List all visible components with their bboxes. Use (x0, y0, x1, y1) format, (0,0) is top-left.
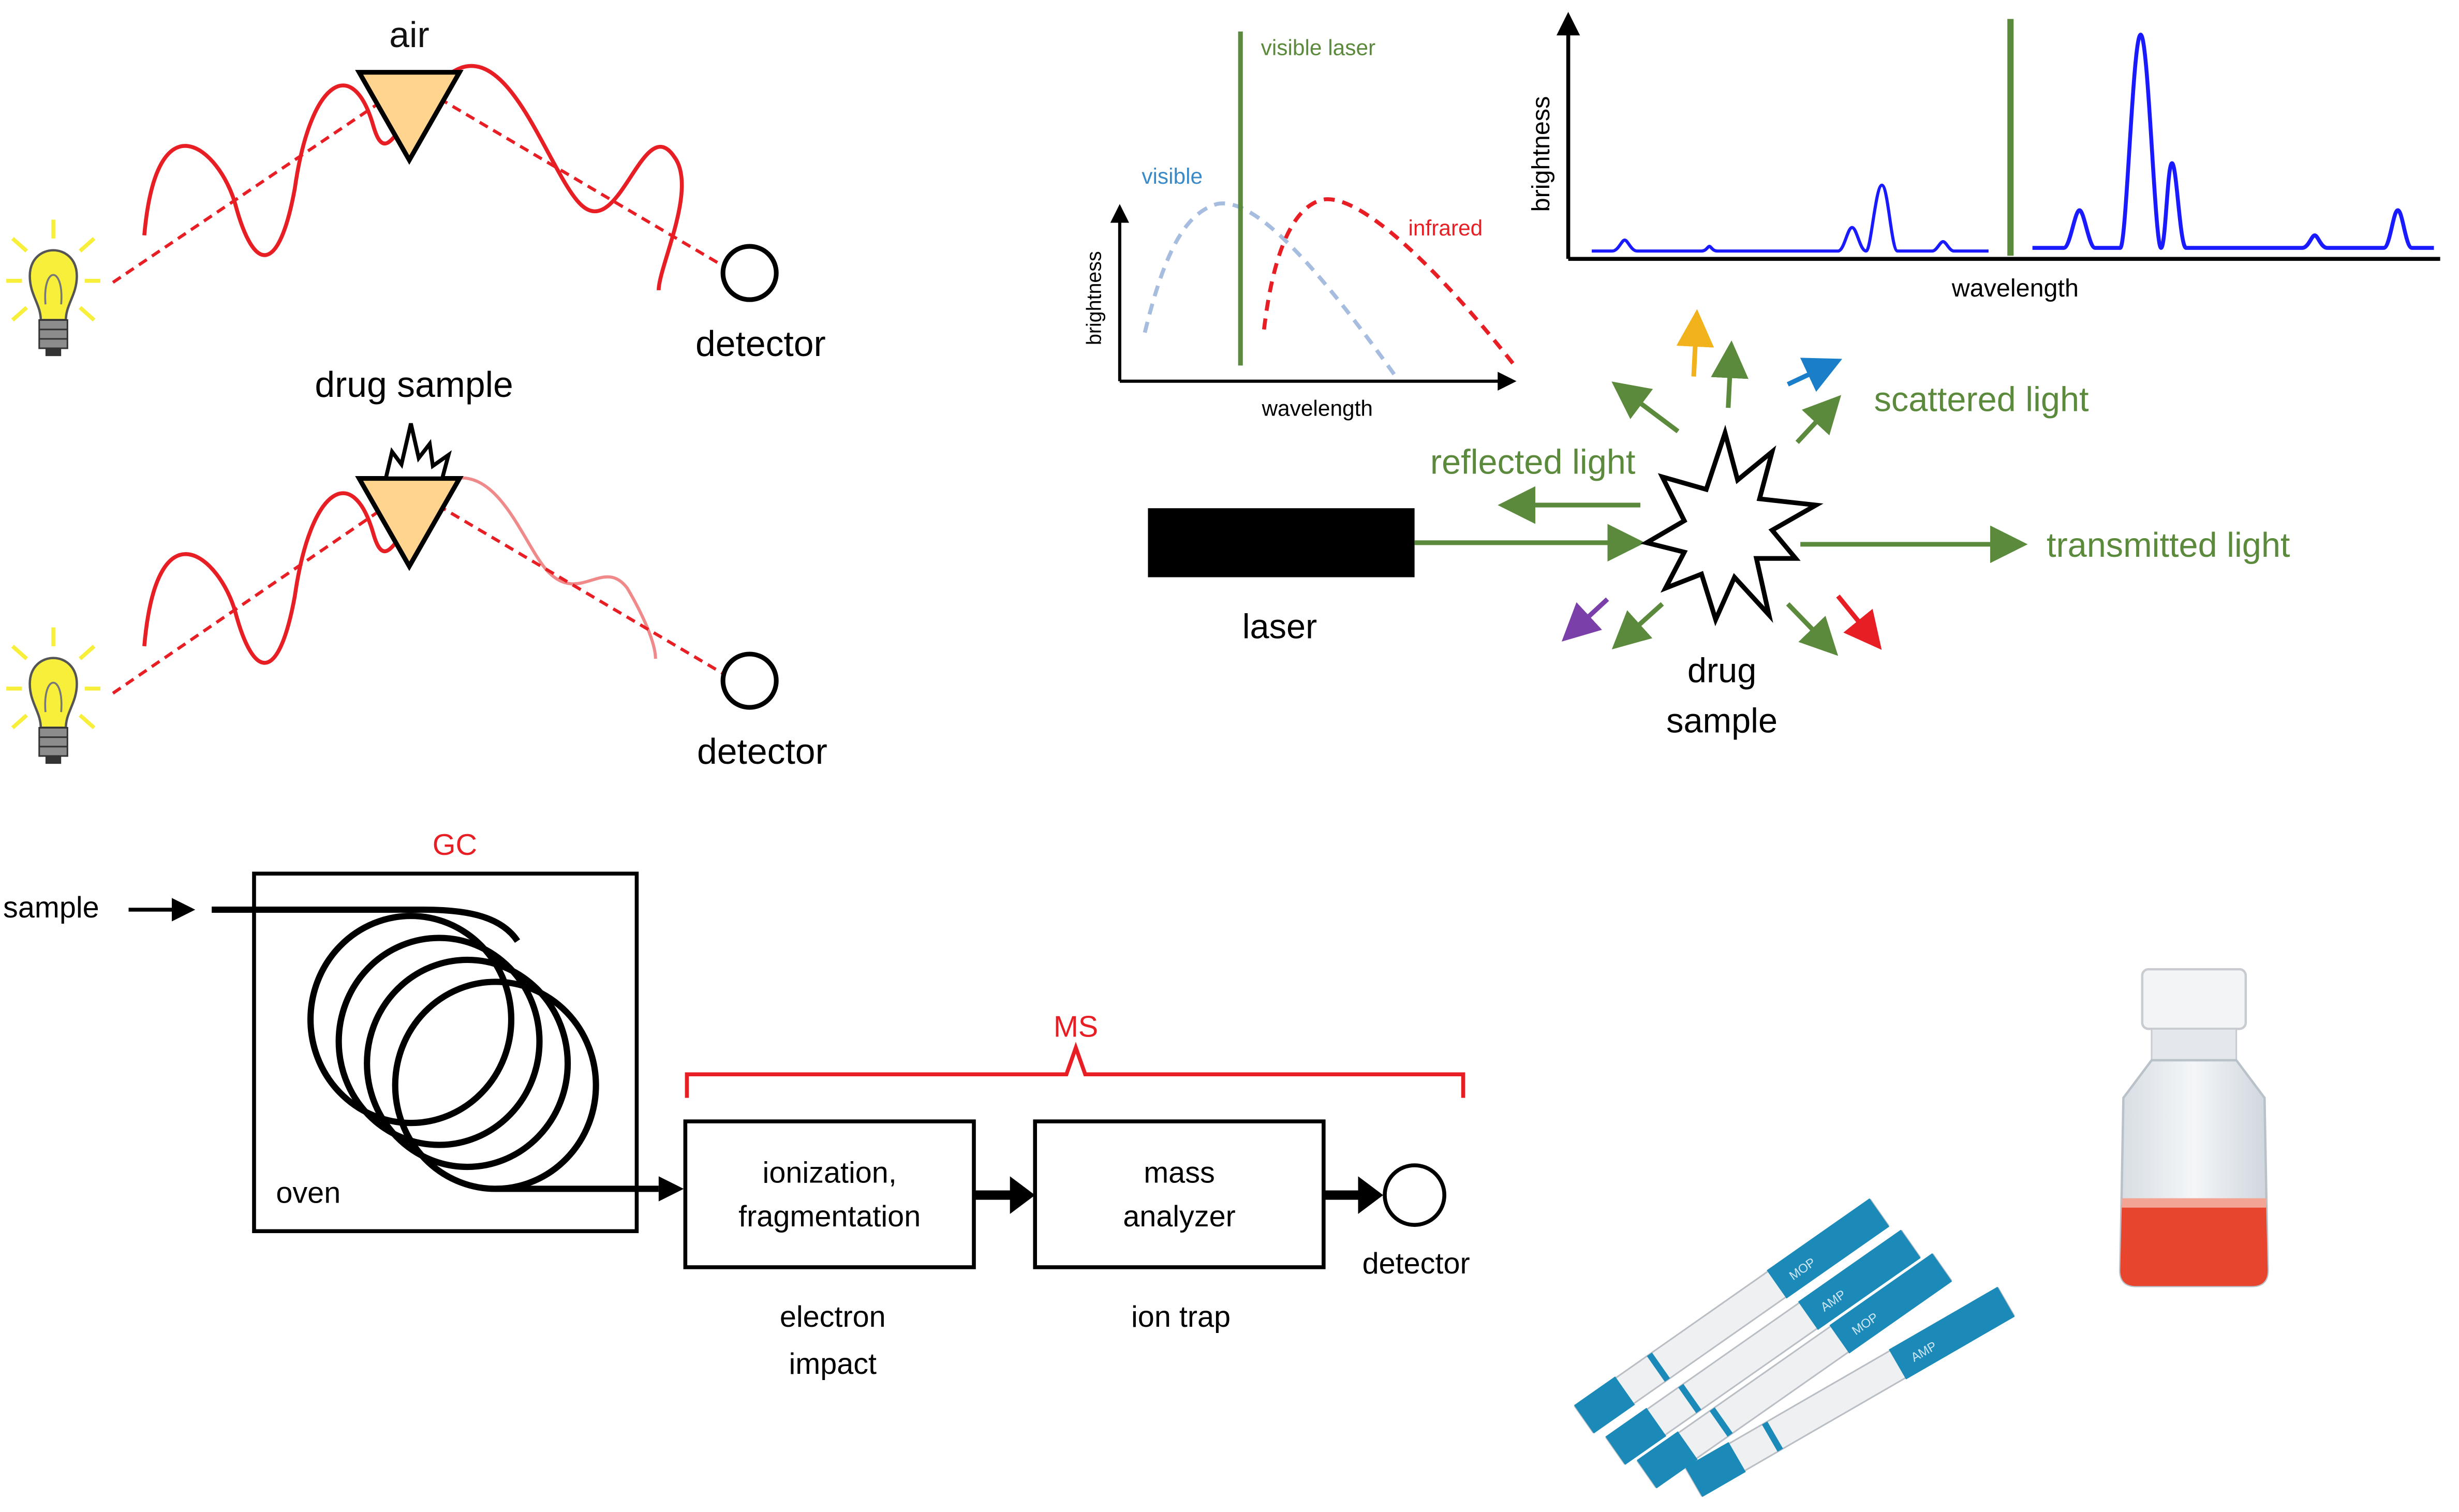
drug-sample-burst-icon (383, 423, 452, 481)
scatter-arrow (1676, 309, 1714, 377)
oven-label: oven (276, 1177, 340, 1210)
scatter-arrow (1611, 381, 1680, 434)
laser-block (1148, 508, 1415, 577)
gcms-panel: sample GC oven MS ionization, fragmentat… (3, 828, 1470, 1381)
scatter-arrow (1786, 358, 1843, 392)
flow-arrow-head (1010, 1176, 1035, 1214)
visible-label: visible (1142, 164, 1203, 188)
x-axis-label: wavelength (1261, 396, 1373, 420)
detector-circle (720, 244, 779, 302)
reflected-light-label: reflected light (1430, 443, 1636, 481)
detector-label: detector (697, 731, 827, 772)
ionization-label-line2: fragmentation (738, 1200, 921, 1233)
red-liquid (2120, 1204, 2268, 1286)
scatter-arrow (1611, 602, 1664, 649)
drug-sample-label-line1: drug (1687, 652, 1756, 690)
scattering-panel: laser drug sample reflected light transm… (1148, 309, 2290, 740)
infrared-label: infrared (1408, 216, 1483, 240)
lightbulb-icon (6, 219, 100, 357)
spectrum-trace-left (1592, 183, 1989, 253)
lightbulb-icon (6, 627, 100, 764)
bottle-cap (2141, 968, 2247, 1030)
detector-circle (1383, 1163, 1446, 1227)
scattered-light-label: scattered light (1874, 380, 2089, 419)
electron-impact-line2: impact (789, 1347, 877, 1381)
mass-analyzer-box (1033, 1119, 1326, 1269)
air-label: air (389, 14, 429, 55)
drug-sample-label: drug sample (315, 364, 513, 405)
y-axis-label: brightness (1527, 96, 1555, 212)
absorption-panel-air: air detector (6, 14, 826, 364)
y-axis-label: brightness (1083, 251, 1105, 345)
infrared-curve (1262, 197, 1515, 365)
prism (355, 70, 464, 165)
ms-label: MS (1054, 1010, 1098, 1043)
drug-sample-burst-icon (1640, 424, 1824, 627)
detector-label: detector (1362, 1247, 1470, 1280)
ionization-label-line1: ionization, (763, 1156, 897, 1189)
scatter-arrow (1711, 340, 1749, 408)
spectrum-trace-right (2032, 33, 2434, 250)
detector-label: detector (695, 323, 826, 364)
ionization-box (683, 1119, 976, 1269)
ms-bracket (685, 1042, 1465, 1098)
ion-trap-label: ion trap (1131, 1300, 1231, 1333)
transmitted-light-label: transmitted light (2047, 526, 2290, 565)
attenuated-light-wave (454, 476, 657, 659)
mass-analyzer-line1: mass (1144, 1156, 1215, 1189)
x-axis-label: wavelength (1951, 274, 2079, 302)
test-strips-photo: MOP AMP MOP AMP (1574, 1198, 2015, 1498)
visible-laser-label: visible laser (1261, 35, 1376, 60)
light-wave (142, 477, 456, 665)
scatter-arrow (1836, 595, 1882, 650)
gc-oven-box (252, 871, 639, 1234)
flow-arrow-head (1358, 1176, 1383, 1214)
scatter-arrow (1786, 602, 1839, 656)
visible-curve (1143, 201, 1398, 378)
reagent-bottle-photo (2119, 968, 2269, 1287)
gc-label: GC (433, 828, 477, 862)
drug-sample-label-line2: sample (1666, 702, 1777, 740)
light-path (112, 80, 725, 284)
scatter-arrow (1561, 597, 1609, 642)
gc-column-coil (212, 906, 659, 1192)
mass-analyzer-line2: analyzer (1123, 1200, 1236, 1233)
scatter-arrow (1795, 395, 1842, 444)
column-arrow-head (658, 1176, 684, 1202)
detector-circle (720, 651, 779, 710)
fluorescence-spectrum: brightness wavelength visible laser visi… (1083, 31, 1517, 420)
electron-impact-line1: electron (780, 1300, 886, 1333)
absorption-panel-drug: drug sample detector (6, 364, 827, 772)
laser-label: laser (1242, 608, 1317, 646)
sample-label: sample (3, 891, 99, 924)
prism (355, 476, 464, 571)
raman-spectrum: brightness wavelength (1527, 11, 2440, 302)
